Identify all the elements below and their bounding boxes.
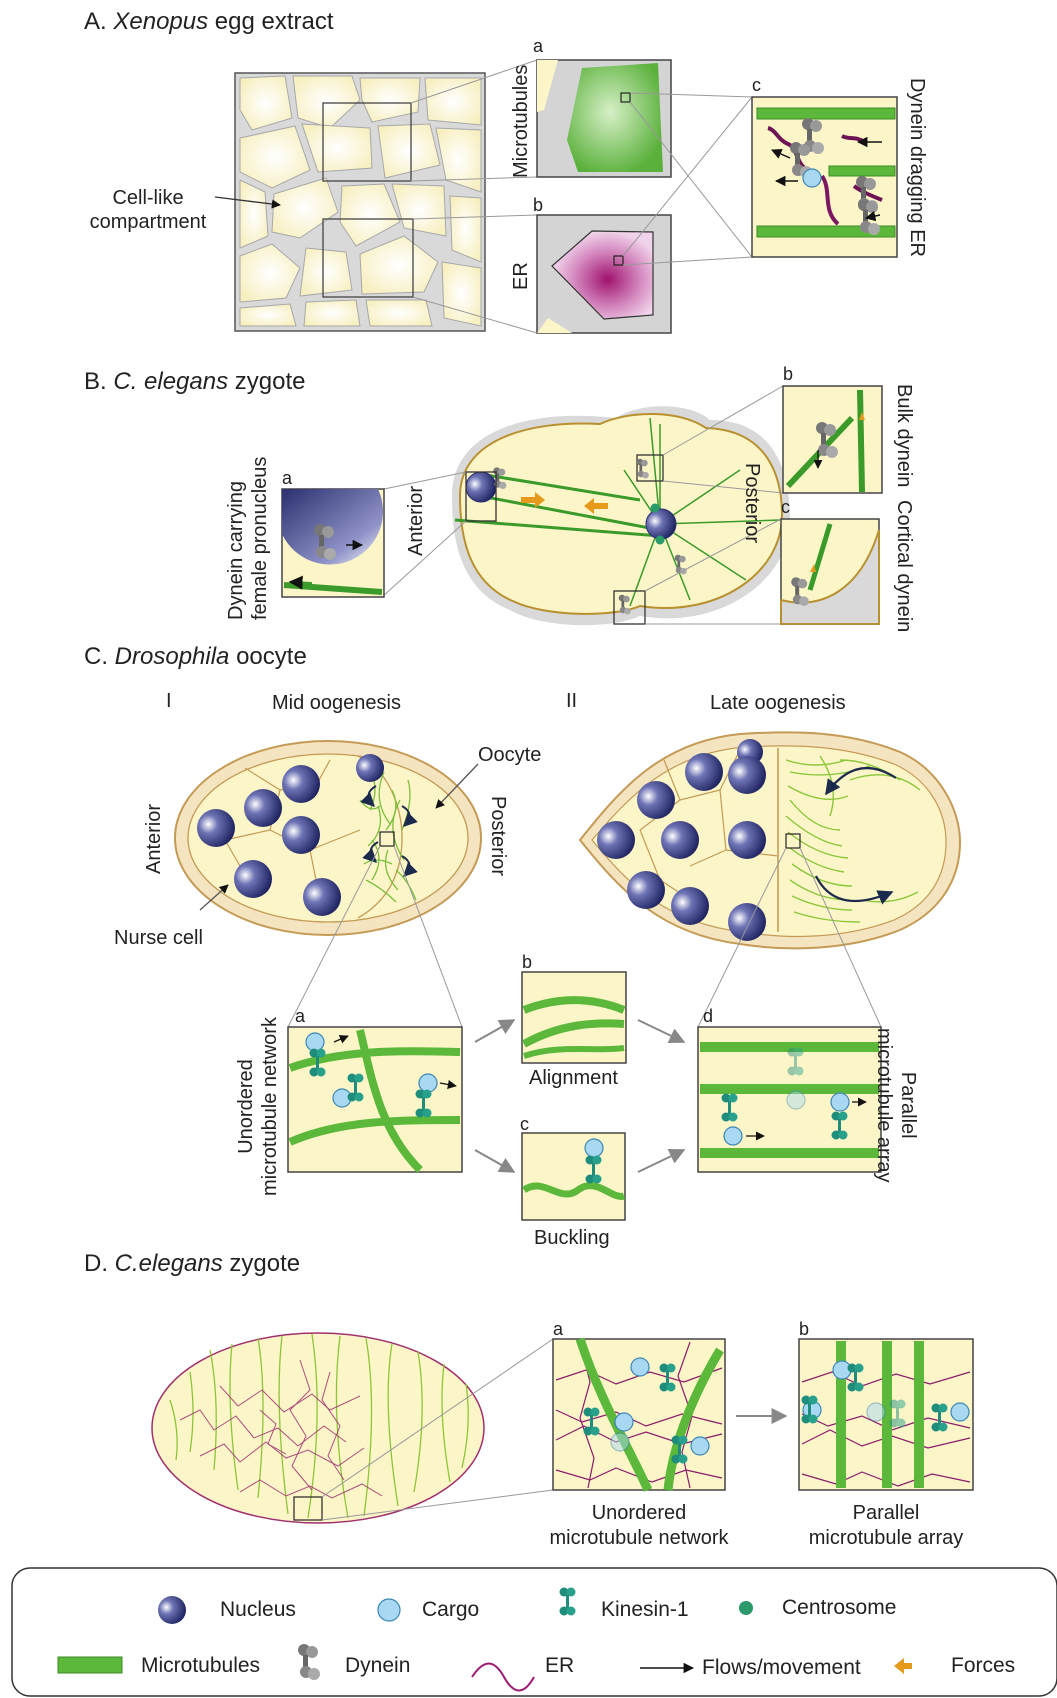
panel-b-inset-a-letter: a: [282, 469, 292, 487]
legend-centrosome-label: Centrosome: [782, 1597, 896, 1618]
panel-b-graphics: [282, 386, 882, 625]
panel-d-inset-b-letter: b: [799, 1320, 809, 1338]
panel-c-stage-2-label: Late oogenesis: [710, 693, 846, 713]
panel-d-graphics: [152, 1333, 973, 1523]
panel-b-inset-b-letter: b: [783, 365, 793, 383]
panel-a-er-label: ER: [511, 262, 531, 290]
panel-c-nurse-cell-label: Nurse cell: [114, 928, 203, 948]
section-c-title: C. Drosophila oocyte: [84, 645, 307, 669]
panel-a-dynein-label: Dynein dragging ER: [907, 78, 927, 257]
panel-c-inset-d-letter: d: [703, 1007, 713, 1025]
panel-b-anterior-label: Anterior: [406, 486, 426, 556]
legend-flows-label: Flows/movement: [702, 1657, 861, 1678]
panel-a-inset-c-letter: c: [752, 76, 761, 94]
section-a-title: A. Xenopus egg extract: [84, 10, 334, 34]
panel-a-inset-b-letter: b: [533, 196, 543, 214]
panel-c-graphics: [175, 732, 960, 1220]
panel-c-buckling-label: Buckling: [534, 1228, 610, 1248]
legend-cargo-icon: [378, 1599, 400, 1621]
panel-c-alignment-label: Alignment: [529, 1068, 618, 1088]
panel-b-inset-c-letter: c: [781, 498, 790, 516]
panel-c-posterior-label: Posterior: [488, 796, 508, 876]
panel-c-inset-b-letter: b: [522, 953, 532, 971]
legend-kinesin-label: Kinesin-1: [601, 1599, 689, 1620]
section-d-title: D. C.elegans zygote: [84, 1252, 300, 1276]
legend-microtubules-icon: [58, 1657, 122, 1673]
legend-centrosome-icon: [739, 1601, 753, 1615]
legend-nucleus-icon: [158, 1596, 186, 1624]
legend-forces-label: Forces: [951, 1655, 1015, 1676]
panel-a-microtubules-label: Microtubules: [511, 65, 531, 178]
panel-a-graphics: [215, 60, 897, 333]
panel-b-posterior-label: Posterior: [742, 463, 762, 543]
panel-b-cortical-dynein-label: Cortical dynein: [894, 500, 914, 632]
panel-d-inset-a-letter: a: [553, 1320, 563, 1338]
panel-c-oocyte-label: Oocyte: [478, 745, 541, 765]
legend-microtubules-label: Microtubules: [141, 1655, 260, 1676]
legend-cargo-label: Cargo: [422, 1599, 479, 1620]
panel-c-anterior-label: Anterior: [144, 804, 164, 874]
section-b-title: B. C. elegans zygote: [84, 370, 306, 394]
legend-er-label: ER: [545, 1655, 574, 1676]
panel-a-inset-a-letter: a: [533, 37, 543, 55]
panel-c-inset-c-letter: c: [520, 1115, 529, 1133]
panel-c-inset-a-letter: a: [295, 1007, 305, 1025]
legend-nucleus-label: Nucleus: [220, 1599, 296, 1620]
legend-dynein-label: Dynein: [345, 1655, 410, 1676]
panel-c-stage-2-numeral: II: [566, 691, 577, 711]
panel-c-stage-1-numeral: I: [166, 691, 172, 711]
panel-b-bulk-dynein-label: Bulk dynein: [894, 384, 914, 487]
panel-c-stage-1-label: Mid oogenesis: [272, 693, 401, 713]
